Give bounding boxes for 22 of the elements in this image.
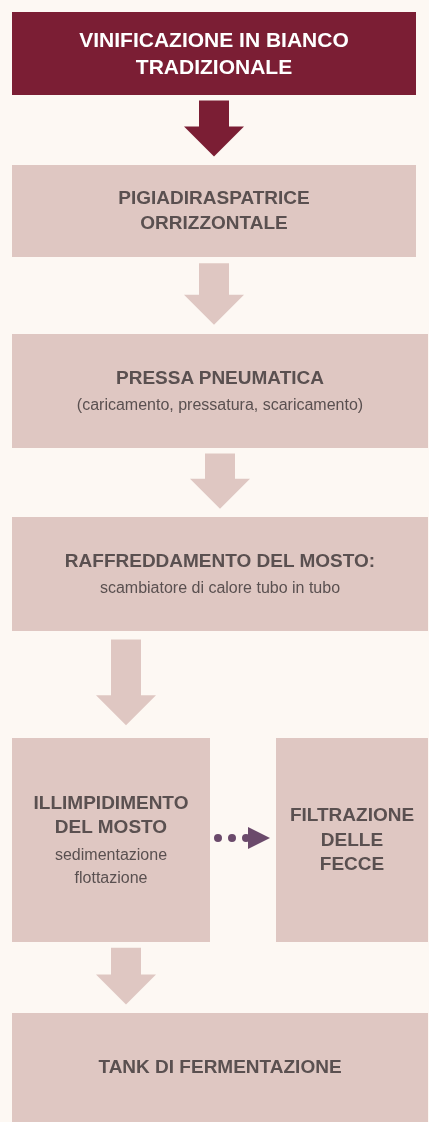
process-box	[12, 1013, 428, 1122]
step-heading: ILLIMPIDIMENTO DEL MOSTO	[32, 790, 190, 840]
block-arrow	[184, 100, 244, 157]
process-box	[12, 165, 416, 257]
step-heading: PRESSA PNEUMATICA	[116, 365, 324, 390]
process-box	[12, 738, 210, 942]
step-description: sedimentazione flottazione	[53, 845, 169, 889]
process-box	[276, 738, 428, 942]
step-heading: TANK DI FERMENTAZIONE	[98, 1055, 342, 1080]
step-description: (caricamento, pressatura, scaricamento)	[76, 395, 364, 416]
step-description: scambiatore di calore tubo in tubo	[99, 578, 341, 599]
block-arrow	[184, 263, 244, 325]
block-arrow	[96, 947, 156, 1005]
title-box	[12, 12, 416, 95]
process-box	[12, 517, 428, 631]
step-heading: PIGIADIRASPATRICE ORRIZZONTALE	[117, 186, 311, 235]
step-heading: FILTRAZIONE DELLE FECCE	[288, 802, 416, 877]
step-heading: VINIFICAZIONE IN BIANCO TRADIZIONALE	[78, 27, 350, 80]
process-box	[12, 334, 428, 448]
step-heading: RAFFREDDAMENTO DEL MOSTO:	[64, 548, 376, 573]
block-arrow	[190, 453, 250, 509]
block-arrow	[96, 639, 156, 726]
